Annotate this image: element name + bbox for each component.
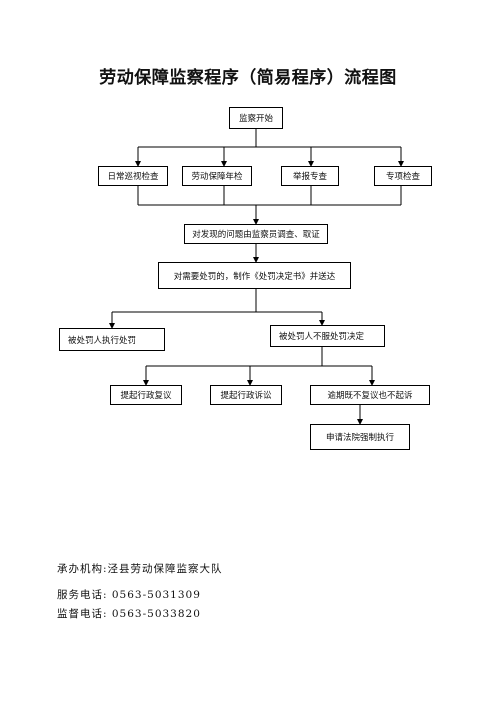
service-phone-text: 服务电话: 0563-5031309 (57, 589, 201, 601)
agency-text: 承办机构:泾县劳动保障监察大队 (57, 563, 223, 575)
supervise-phone-text: 监督电话: 0563-5033820 (57, 608, 201, 620)
overdue-node: 逾期既不复议也不起诉 (310, 385, 430, 405)
execute-penalty-node: 被处罚人执行处罚 (59, 328, 165, 351)
refuse-penalty-node: 被处罚人不服处罚决定 (270, 325, 385, 347)
reconsideration-node: 提起行政复议 (110, 385, 182, 405)
special-check-node: 专项检查 (374, 166, 432, 186)
penalty-decision-node: 对需要处罚的，制作《处罚决定书》并送达 (158, 262, 351, 289)
start-node: 监察开始 (229, 107, 283, 129)
investigate-node: 对发现的问题由监察员调查、取证 (184, 224, 328, 244)
daily-inspection-node: 日常巡视检查 (98, 166, 168, 186)
page-title: 劳动保障监察程序（简易程序）流程图 (99, 68, 397, 88)
report-check-node: 举报专查 (281, 166, 339, 186)
court-enforce-node: 申请法院强制执行 (310, 424, 410, 450)
lawsuit-node: 提起行政诉讼 (210, 385, 282, 405)
annual-check-node: 劳动保障年检 (182, 166, 252, 186)
